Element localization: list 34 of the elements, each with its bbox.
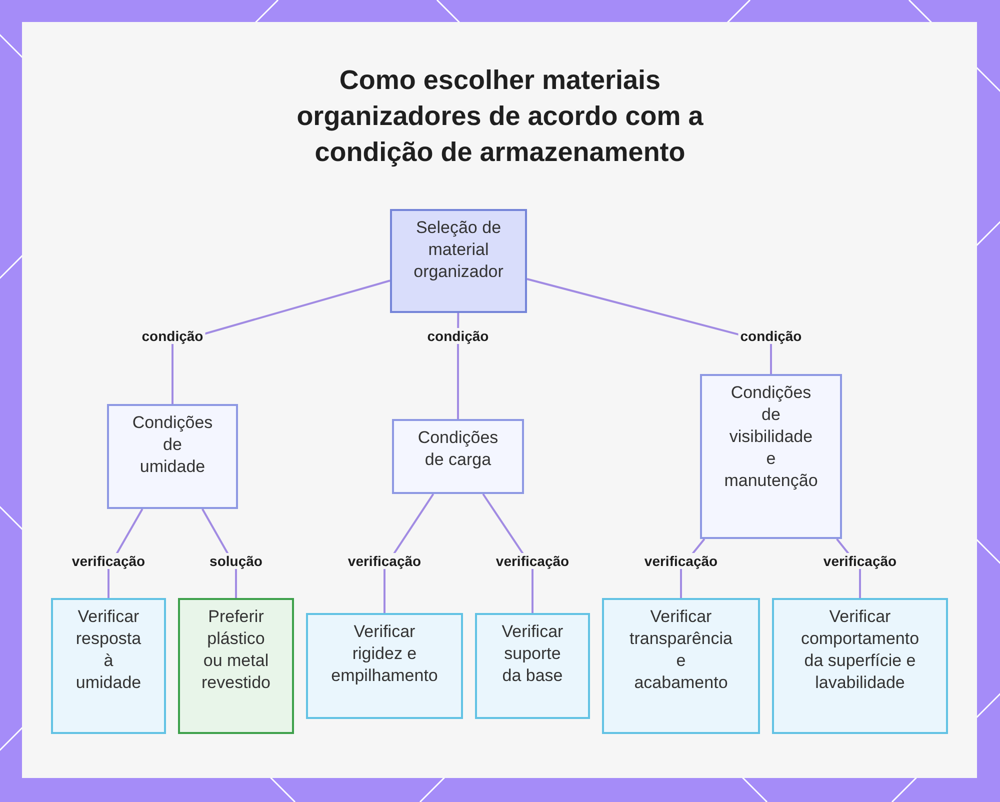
edge-label: verificação: [642, 553, 720, 569]
tree-node-box: [700, 374, 842, 539]
connector-line: [172, 280, 390, 404]
tree-node-box: [475, 613, 590, 719]
tree-node-box: [107, 404, 238, 509]
connector-line: [482, 493, 534, 613]
tree-node-box: [392, 419, 524, 494]
node-text: Verificar comportamento da superfície e lavabilidade: [800, 606, 920, 694]
edge-label: verificação: [346, 553, 424, 569]
diagram-title: Como escolher materiais organizadores de acordo com a condição de armazenamento: [296, 64, 704, 169]
node-text: Condições de carga: [416, 427, 500, 471]
node-text: Condições de visibilidade e manutenção: [723, 382, 819, 492]
node-text: Preferir plástico ou metal revestido: [200, 606, 272, 694]
tree-node-box: [51, 598, 166, 734]
tree-node-box: [306, 613, 463, 719]
edge-label: condição: [140, 328, 206, 344]
node-text: Verificar resposta à umidade: [74, 606, 142, 694]
node-text: Condições de umidade: [131, 412, 214, 478]
edge-label: verificação: [821, 553, 899, 569]
connector-line: [526, 278, 772, 374]
edge-label: condição: [738, 328, 804, 344]
tree-node-box: [390, 209, 527, 313]
edge-label: verificação: [70, 553, 148, 569]
edge-label: condição: [425, 328, 491, 344]
connector-line: [384, 493, 434, 613]
node-text: Verificar suporte da base: [500, 621, 564, 687]
node-text: Verificar transparência e acabamento: [628, 606, 734, 694]
node-text: Seleção de material organizador: [412, 217, 504, 283]
tree-node-box: [602, 598, 760, 734]
edge-label: solução: [208, 553, 264, 569]
tree-node-box: [772, 598, 948, 734]
edge-label: verificação: [494, 553, 572, 569]
node-text: Verificar rigidez e empilhamento: [330, 621, 439, 687]
tree-node-box: [178, 598, 294, 734]
